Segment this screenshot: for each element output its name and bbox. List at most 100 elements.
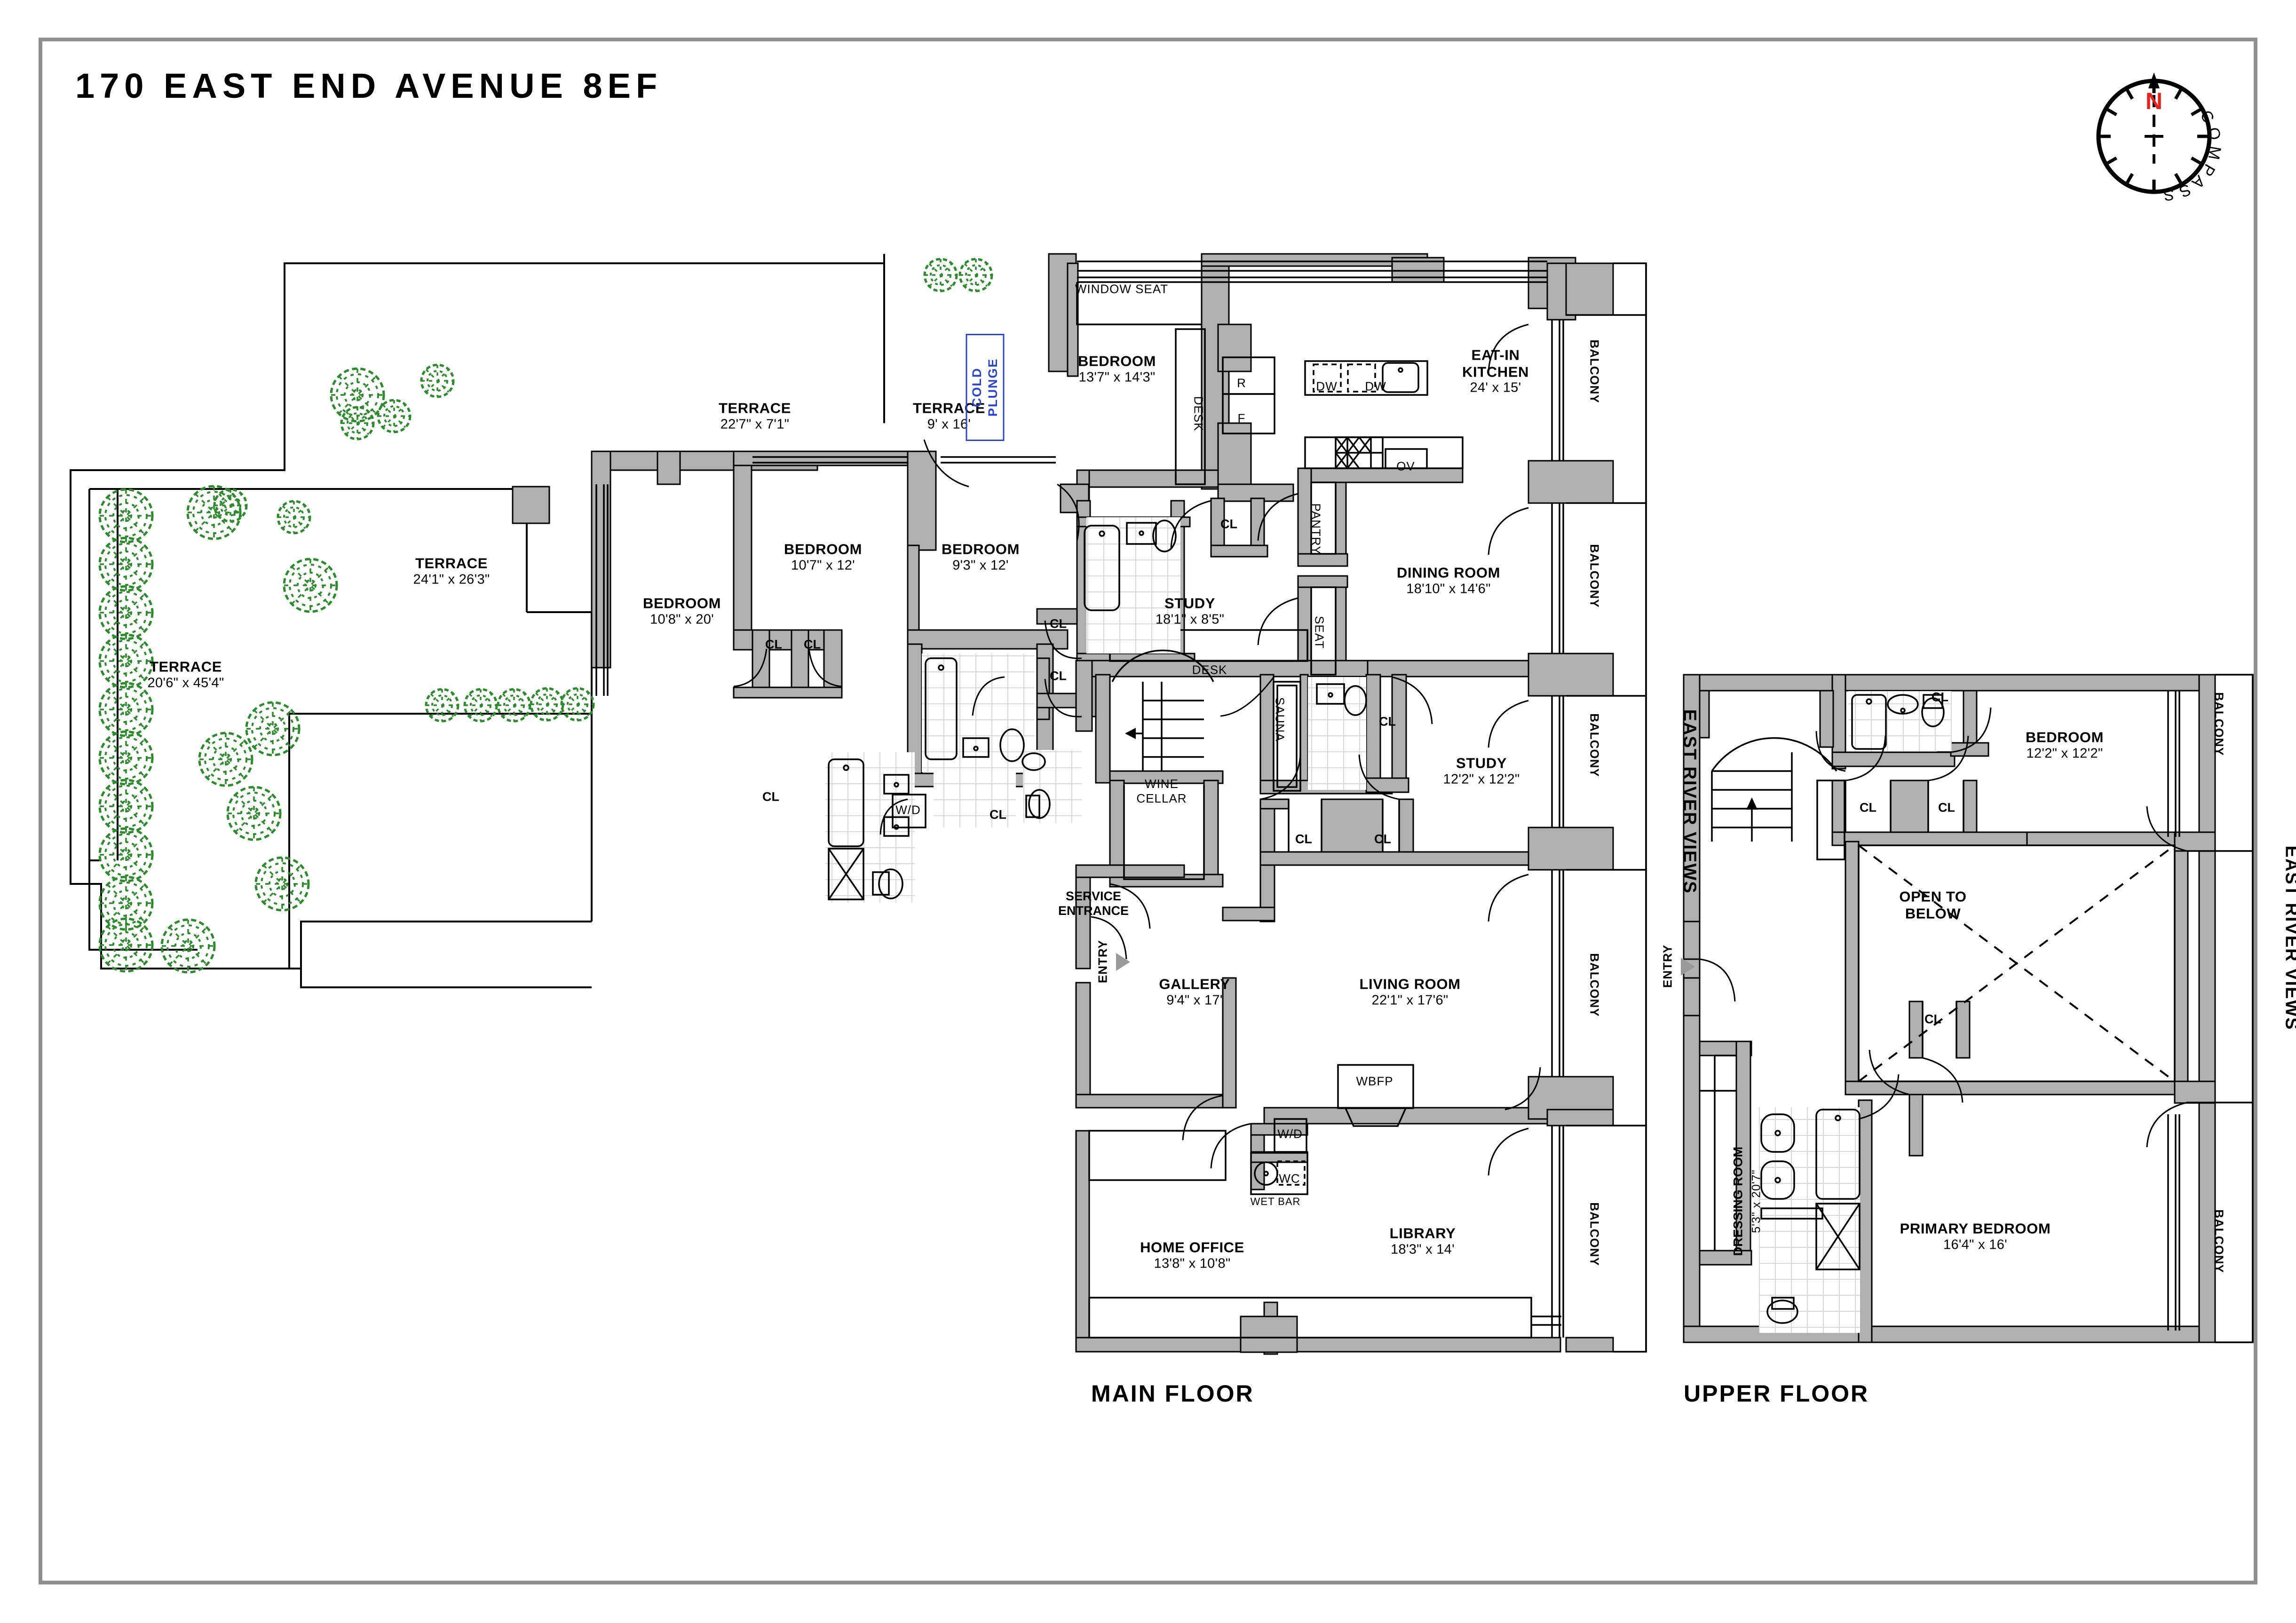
- tag-seat: SEAT: [1312, 616, 1327, 649]
- room-name: BEDROOM: [941, 541, 1020, 558]
- tag-cl: CL: [1374, 832, 1391, 846]
- room-name: TERRACE: [149, 658, 222, 675]
- room-dimensions: 22'7" x 7'1": [720, 417, 790, 432]
- tag-cl: CL: [762, 789, 779, 804]
- tag-ov: OV: [1396, 459, 1415, 473]
- tag-pantry: PANTRY: [1309, 503, 1323, 555]
- room-name: GALLERY: [1159, 976, 1230, 993]
- room-name: BEDROOM: [1077, 353, 1156, 370]
- tag-desk: DESK: [1191, 396, 1206, 432]
- tag-dw: DW: [1365, 379, 1386, 394]
- tag-window-seat: WINDOW SEAT: [1075, 282, 1169, 296]
- tag-desk: DESK: [1192, 662, 1227, 677]
- tag-wet-bar: WET BAR: [1250, 1196, 1301, 1207]
- room-dimensions: 16'4" x 16': [1943, 1237, 2007, 1253]
- tag-dressing-room: DRESSING ROOM: [1731, 1146, 1745, 1256]
- room-dimensions: 13'7" x 14'3": [1078, 370, 1156, 385]
- room-dimensions: 12'2" x 12'2": [2026, 746, 2103, 761]
- tag-r: R: [1237, 376, 1246, 390]
- room-name: LIBRARY: [1389, 1225, 1456, 1242]
- tag-f: F: [1237, 411, 1246, 425]
- room-dimensions: 18'3" x 14': [1391, 1242, 1455, 1257]
- tag-cl: CL: [1924, 1012, 1941, 1026]
- tag-entry: ENTRY: [1660, 944, 1675, 988]
- tag-cl: CL: [804, 637, 821, 652]
- tag-cl: CL: [765, 637, 782, 652]
- room-name: DINING ROOM: [1396, 564, 1501, 581]
- room-dimensions: 18'10" x 14'6": [1406, 581, 1491, 597]
- page-title: 170 EAST END AVENUE 8EF: [75, 66, 663, 105]
- room-name: TERRACE: [415, 555, 488, 572]
- room-dimensions: 9' x 16': [927, 417, 971, 432]
- tag-dw: DW: [1316, 379, 1338, 394]
- room-name: TERRACE: [912, 400, 986, 417]
- balcony-label: BALCONY: [1587, 713, 1602, 777]
- room-name: STUDY: [1456, 755, 1507, 772]
- floor-caption-main: MAIN FLOOR: [1091, 1380, 1254, 1407]
- balcony-label: BALCONY: [2212, 692, 2226, 756]
- room-name: HOME OFFICE: [1140, 1239, 1244, 1256]
- tag-w-d: W/D: [1277, 1127, 1303, 1141]
- room-dimensions: 22'1" x 17'6": [1371, 993, 1449, 1008]
- room-dimensions: 9'3" x 12': [952, 558, 1009, 573]
- tag-cl: CL: [1050, 669, 1067, 683]
- room-dimensions: 20'6" x 45'4": [147, 675, 224, 691]
- tag-cl: CL: [1860, 800, 1876, 815]
- compass-north-label: N: [2146, 88, 2162, 114]
- tag-entry: ENTRY: [1095, 939, 1110, 984]
- room-name: PRIMARY BEDROOM: [1900, 1220, 2051, 1237]
- tag-cl: CL: [1379, 714, 1396, 729]
- tag-cl: CL: [990, 807, 1006, 822]
- balcony-label: BALCONY: [1587, 1202, 1602, 1266]
- balcony-label: BALCONY: [2212, 1209, 2226, 1273]
- floor-caption-upper: UPPER FLOOR: [1684, 1380, 1869, 1407]
- tag-5-3-x-20-7: 5'3" x 20'7": [1750, 1169, 1763, 1233]
- room-name: STUDY: [1164, 595, 1216, 612]
- room-dimensions: 24'1" x 26'3": [413, 572, 490, 587]
- cold-plunge-line2: PLUNGE: [985, 358, 1000, 417]
- room-name: BEDROOM: [2025, 729, 2104, 746]
- balcony-label: BALCONY: [1587, 953, 1602, 1017]
- room-dimensions: 13'8" x 10'8": [1154, 1256, 1231, 1271]
- balcony-label: BALCONY: [1587, 339, 1602, 403]
- cold-plunge-line1: COLD: [970, 367, 984, 408]
- room-dimensions: 12'2" x 12'2": [1443, 772, 1520, 787]
- tag-w-d: W/D: [895, 803, 921, 817]
- tag-wc: WC: [1279, 1171, 1300, 1186]
- page-border: [39, 38, 2257, 1584]
- room-name: TERRACE: [718, 400, 792, 417]
- tag-cl: CL: [1050, 616, 1067, 631]
- tag-cl: CL: [1932, 690, 1948, 704]
- compass-rose: N C O M P A S S: [2083, 66, 2225, 207]
- room-dimensions: 10'8" x 20': [650, 612, 714, 627]
- balcony-label: BALCONY: [1587, 544, 1602, 608]
- east-river-views-label: EAST RIVER VIEWS: [1679, 709, 1700, 894]
- room-name: BEDROOM: [784, 541, 863, 558]
- tag-cl: CL: [1938, 800, 1955, 815]
- room-name: BEDROOM: [642, 595, 721, 612]
- room-name: LIVING ROOM: [1359, 976, 1461, 993]
- entry-arrow-icon: [1681, 958, 1695, 976]
- tag-cl: CL: [1295, 832, 1312, 846]
